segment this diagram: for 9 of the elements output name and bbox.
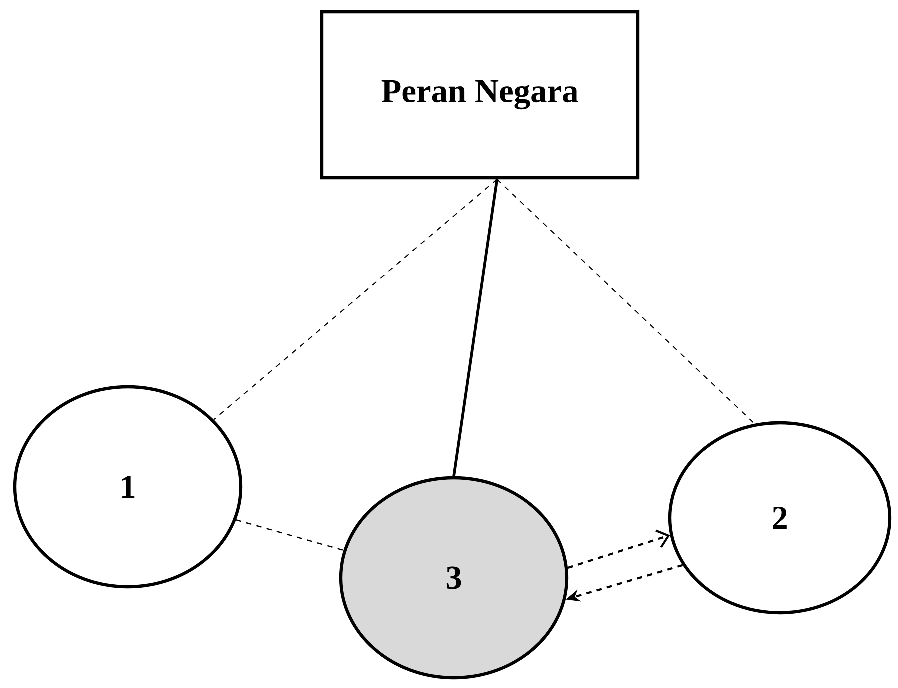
title-box: Peran Negara	[320, 10, 640, 180]
ellipse-node: 1	[13, 385, 243, 589]
arrow	[568, 530, 670, 570]
connector-line	[452, 179, 499, 477]
connector-line	[496, 179, 756, 424]
connector-line	[214, 179, 498, 420]
connector-line	[236, 520, 344, 552]
ellipse-node: 2	[668, 421, 892, 615]
ellipse-node: 3	[339, 476, 569, 680]
